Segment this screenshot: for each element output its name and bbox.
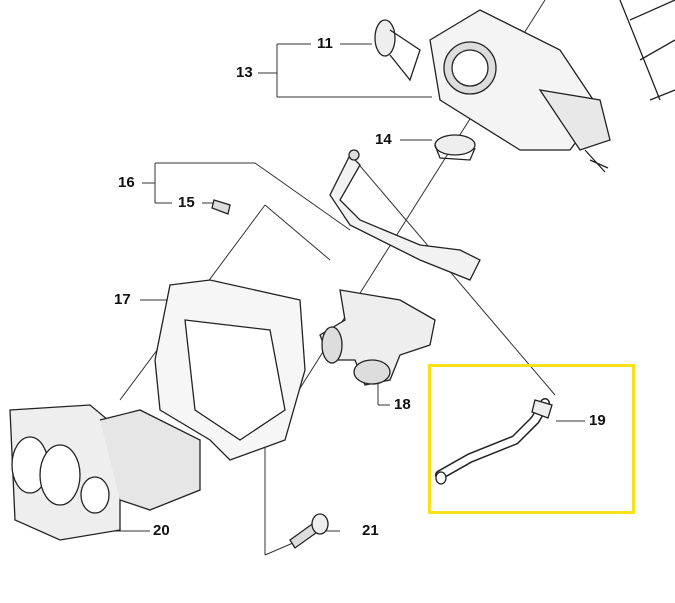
label-part-20[interactable]: 20: [153, 522, 170, 539]
highlight-box-part-19: [428, 364, 635, 514]
label-part-19[interactable]: 19: [589, 412, 606, 429]
label-part-14[interactable]: 14: [375, 131, 392, 148]
label-part-16[interactable]: 16: [118, 174, 135, 191]
part-14-seal: [434, 134, 476, 161]
part-17-frame: [154, 279, 306, 461]
label-part-18[interactable]: 18: [394, 396, 411, 413]
part-18-elbow: [319, 289, 436, 386]
part-11-gasket: [374, 19, 421, 82]
throttle-body: [429, 0, 675, 173]
part-21-bolt: [289, 513, 329, 549]
label-part-21[interactable]: 21: [362, 522, 379, 539]
part-19-hose: [435, 398, 553, 485]
part-15-pin: [211, 199, 231, 215]
label-part-15[interactable]: 15: [178, 194, 195, 211]
label-part-11[interactable]: 11: [317, 35, 333, 52]
label-part-13[interactable]: 13: [236, 64, 253, 81]
part-20-intake: [9, 404, 201, 541]
part-16-bracket: [329, 149, 481, 281]
label-part-17[interactable]: 17: [114, 291, 131, 308]
